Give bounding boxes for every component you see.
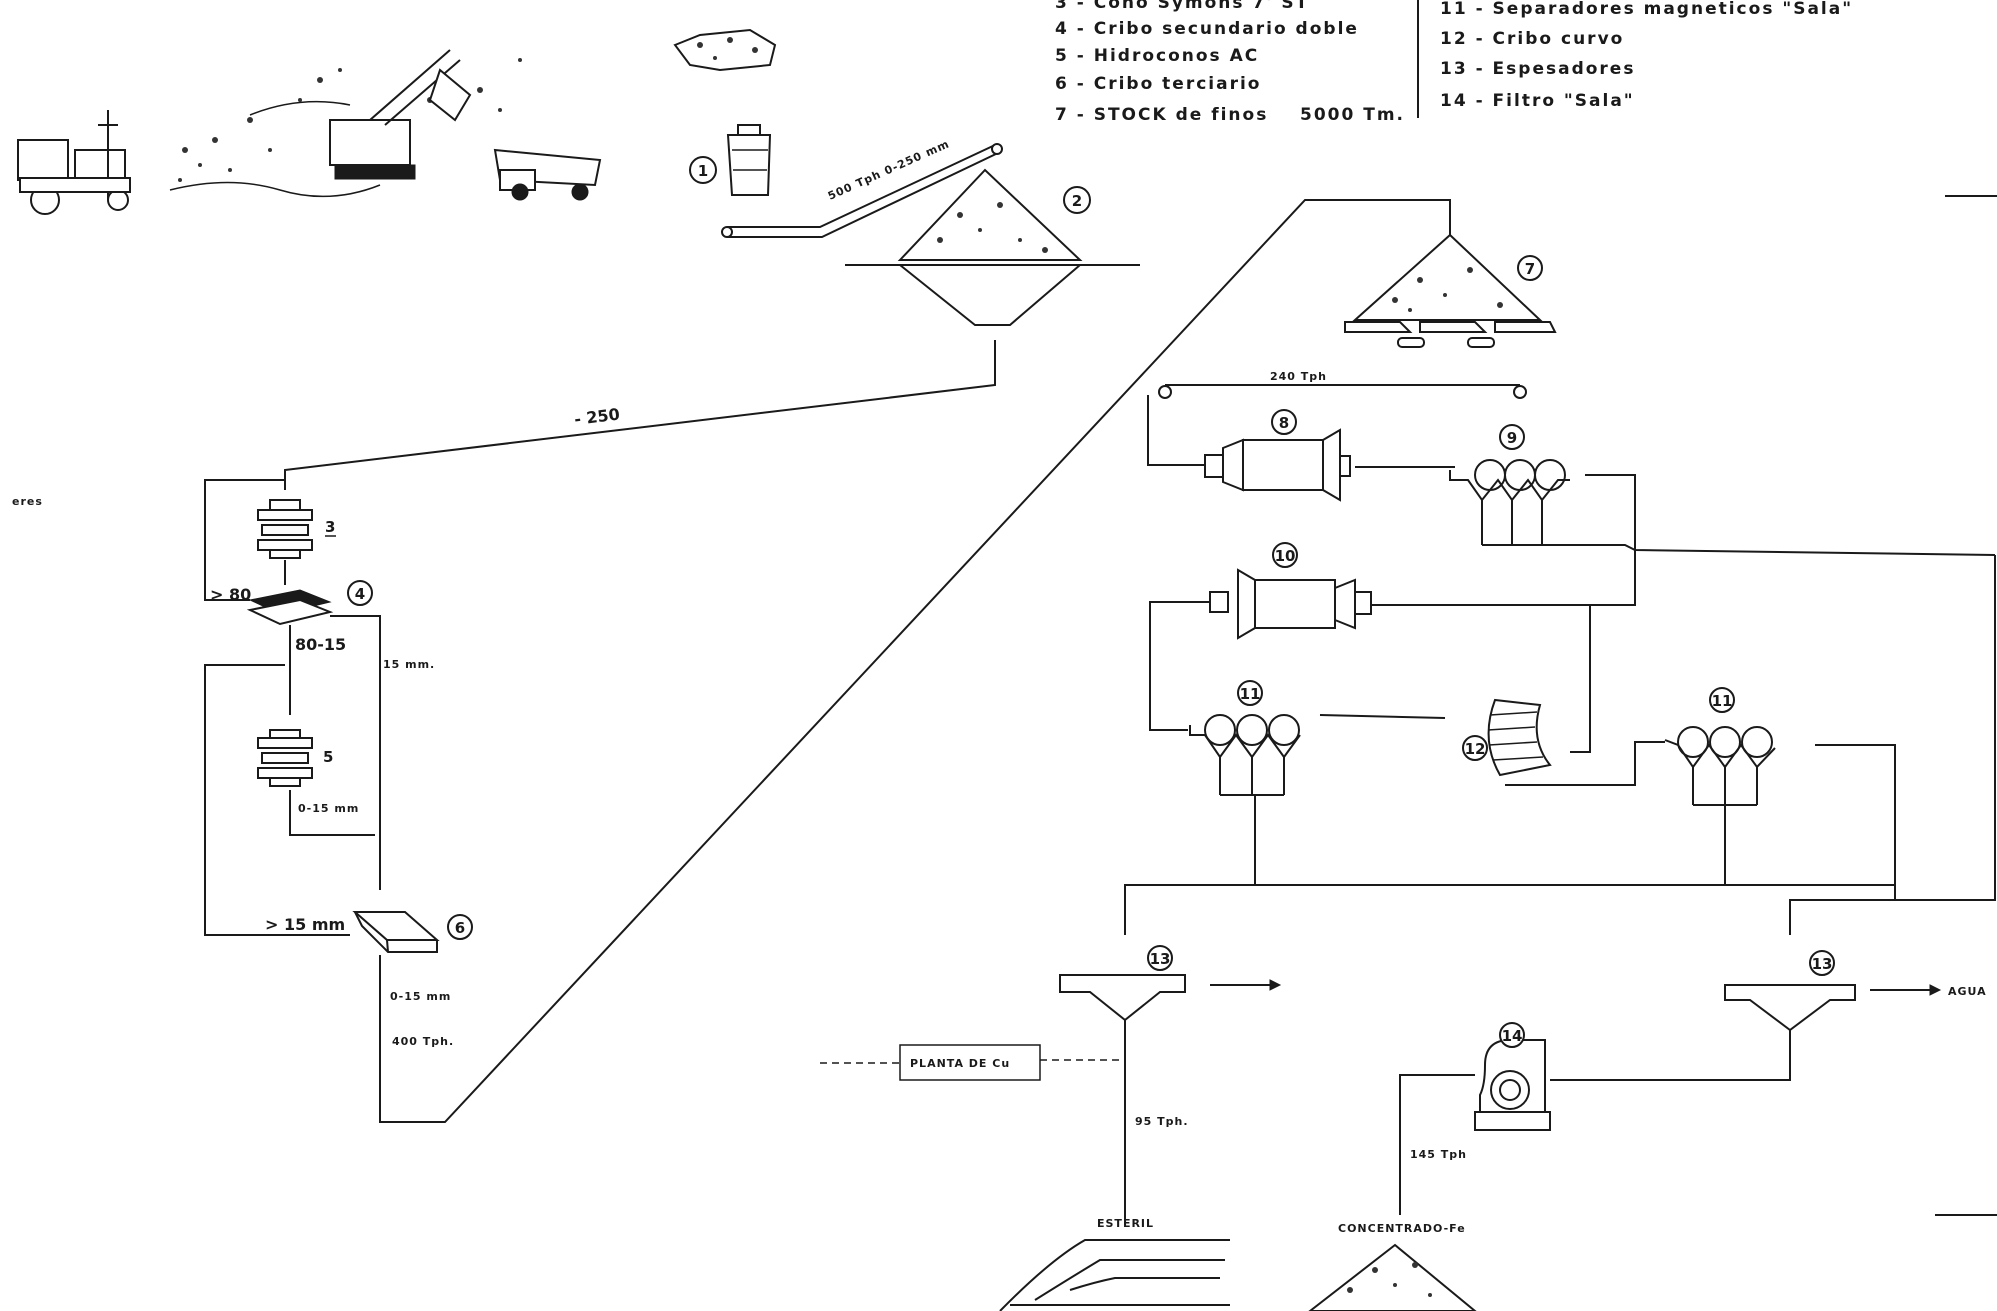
legend-item-7-capacity: 5000 Tm. [1300, 105, 1405, 125]
legend-item-3: 3 - Cono Symons 7' ST [1055, 0, 1309, 13]
label-range-0-15-a: 0-15 mm [298, 802, 359, 815]
equipment-11a-magnetic-separators: 11 [1190, 681, 1300, 885]
legend-item-6: 6 - Cribo terciario [1055, 74, 1261, 94]
flow-11b-to-thickener-13b [1790, 745, 1895, 935]
equipment-number-11a: 11 [1240, 685, 1261, 703]
equipment-number-8: 8 [1279, 414, 1289, 432]
label-tph-145: 145 Tph [1410, 1148, 1467, 1161]
flow-10-to-11 [1150, 602, 1210, 730]
concentrado-label: CONCENTRADO-Fe [1338, 1222, 1466, 1235]
drill-rig-icon [18, 110, 130, 214]
equipment-number-3: 3 [325, 518, 335, 536]
label-tph-95: 95 Tph. [1135, 1115, 1189, 1128]
equipment-2-stockpile: 2 [845, 170, 1140, 325]
left-margin-fragment: eres [12, 495, 43, 508]
equipment-13a-thickener: 13 [1060, 946, 1280, 1020]
equipment-number-11b: 11 [1712, 692, 1733, 710]
flow-13b-to-filter-14 [1550, 1030, 1790, 1080]
equipment-number-4: 4 [355, 585, 365, 603]
legend-item-4: 4 - Cribo secundario doble [1055, 19, 1359, 39]
legend-item-7: 7 - STOCK de finos [1055, 105, 1268, 125]
label-range-0-15-b: 0-15 mm [390, 990, 451, 1003]
flow-9-magnetic-to-collector [1895, 555, 1995, 900]
equipment-1-primary-crusher: 1 [675, 30, 775, 195]
mine-excavation-sketch [18, 50, 600, 214]
equipment-3-cone-crusher: 3 [258, 500, 336, 558]
equipment-6-tertiary-screen: 6 [355, 912, 472, 952]
equipment-number-13b: 13 [1812, 955, 1833, 973]
esteril-label: ESTERIL [1097, 1217, 1154, 1230]
equipment-12-curved-screen: 12 [1463, 700, 1550, 775]
planta-cu-label: PLANTA DE Cu [910, 1057, 1010, 1070]
planta-cu-box: PLANTA DE Cu [820, 1045, 1125, 1080]
label-tph-400: 400 Tph. [392, 1035, 454, 1048]
equipment-14-filter: 14 [1475, 1023, 1550, 1130]
label-tph-240: 240 Tph [1270, 370, 1327, 383]
flow-14-to-concentrado [1400, 1075, 1475, 1215]
equipment-number-10: 10 [1275, 547, 1296, 565]
flow-11a-to-12 [1320, 715, 1445, 718]
legend-item-14: 14 - Filtro "Sala" [1440, 91, 1635, 111]
label-range-80-15: 80-15 [295, 635, 346, 654]
equipment-number-2: 2 [1072, 192, 1082, 210]
equipment-10-mill: 10 [1210, 543, 1371, 638]
haul-truck-icon [495, 150, 600, 200]
legend-item-11: 11 - Separadores magneticos "Sala" [1440, 0, 1853, 19]
equipment-number-12: 12 [1465, 740, 1486, 758]
flow-6-to-stock-7 [380, 200, 1450, 1122]
legend-item-13: 13 - Espesadores [1440, 59, 1635, 79]
equipment-number-7: 7 [1525, 260, 1535, 278]
legend: 3 - Cono Symons 7' ST 4 - Cribo secundar… [1055, 0, 1853, 125]
excavator-icon [330, 50, 470, 179]
equipment-number-9: 9 [1507, 429, 1517, 447]
equipment-number-6: 6 [455, 919, 465, 937]
equipment-number-5: 5 [323, 748, 333, 766]
equipment-9-magnetic-separators: 9 [1450, 425, 1995, 555]
legend-item-5: 5 - Hidroconos AC [1055, 46, 1259, 66]
label-minus-250: - 250 [573, 405, 621, 429]
agua-label: AGUA [1948, 985, 1987, 998]
flow-tailings-collector [1125, 885, 1895, 935]
equipment-number-14: 14 [1502, 1027, 1523, 1045]
flow-feed-to-crusher-3: - 250 [285, 340, 995, 490]
equipment-13b-thickener: 13 AGUA [1725, 951, 1987, 1030]
conveyor-label: 500 Tph 0-250 mm [826, 137, 952, 202]
equipment-number-1: 1 [698, 162, 708, 180]
equipment-8-mill: 8 [1205, 410, 1350, 500]
equipment-5-hydrocone: 5 [258, 730, 333, 786]
label-minus-15mm: 15 mm. [383, 658, 435, 671]
equipment-4-double-screen: 4 [250, 581, 372, 624]
flow-4-fines-to-screen-6 [330, 616, 380, 890]
esteril-pile: ESTERIL [1000, 1217, 1230, 1311]
equipment-11b-magnetic-separators: 11 [1665, 688, 1775, 885]
label-oversize-15mm: > 15 mm [265, 915, 345, 934]
flow-recycle-6-to-5 [205, 665, 350, 935]
flow-9-to-10 [1370, 475, 1635, 605]
flow-12-recycle-to-10 [1570, 605, 1590, 752]
concentrado-pile: CONCENTRADO-Fe [1310, 1222, 1475, 1311]
legend-item-12: 12 - Cribo curvo [1440, 29, 1624, 49]
equipment-7-fines-stockpile: 7 [1345, 235, 1555, 347]
label-oversize-80: > 80 [210, 585, 251, 604]
equipment-number-13a: 13 [1150, 950, 1171, 968]
